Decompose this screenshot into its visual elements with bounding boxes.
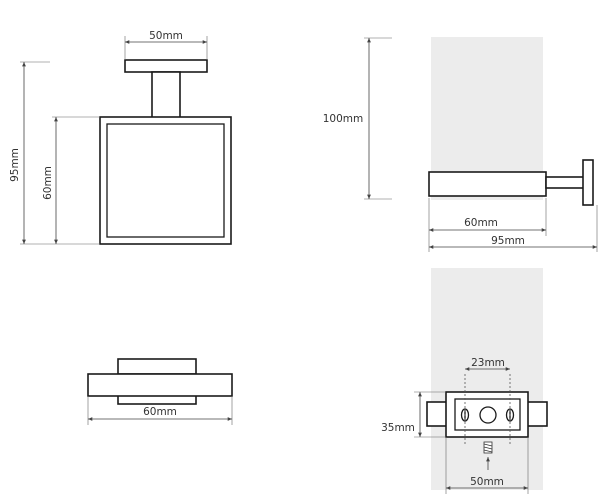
mount-wall [431,268,543,490]
mount-screw-icon [483,441,493,454]
side-wall-plate [582,159,594,206]
front-frame-height-label: 60mm [42,166,54,200]
side-rod [545,176,585,189]
side-frame-depth-label: 60mm [464,217,498,229]
bottom-view: 60mm [87,358,233,425]
side-total-depth-label: 95mm [491,235,525,247]
side-arm [428,171,547,197]
bottom-back-plate [117,358,197,375]
bottom-frame [87,373,233,397]
front-frame-inner [106,123,225,238]
mount-hole-spacing-label: 23mm [471,357,505,369]
side-height-label: 100mm [323,113,364,125]
bottom-width-label: 60mm [143,406,177,418]
front-stem [151,71,181,119]
mount-left-bracket [426,401,448,427]
front-view: 50mm 95mm 60mm [9,30,232,245]
mount-height-label: 35mm [381,422,415,434]
front-total-height-label: 95mm [9,148,21,182]
side-view: 100mm 60mm 95mm [323,37,598,252]
front-frame-outer [99,116,232,245]
mount-width-label: 50mm [470,476,504,488]
mount-right-slot [505,408,515,422]
mount-plate-inner [454,398,521,431]
mount-right-bracket [526,401,548,427]
front-top-width-label: 50mm [149,30,183,42]
mount-view: 23mm 35mm 50mm [381,268,548,494]
front-mount-plate [124,59,208,73]
mount-left-slot [460,408,470,422]
mount-center-hole [479,406,497,424]
